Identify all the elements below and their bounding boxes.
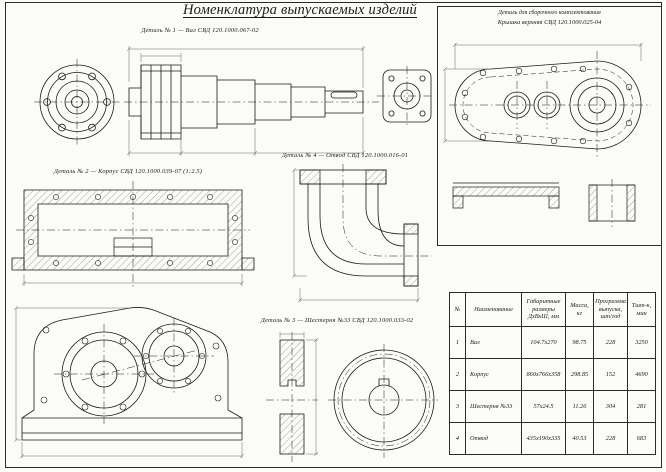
housing-front-drawing [13,305,245,459]
assembly-panel: Деталь для сборочного комплектования Кры… [437,6,662,246]
table-row: 1 Вал 104.7x270 98.75 228 3250 [449,326,656,359]
table-row: 3 Шестерня №33 57x24.5 11.26 304 281 [449,390,656,423]
page-title: Номенклатура выпускаемых изделий [183,2,417,18]
housing-plan-drawing [11,181,255,287]
shaft-drawing [34,46,435,156]
col-time: Тшт-к, мин [627,292,656,327]
col-mass: Масса, кг [565,292,594,327]
assembly-label: Деталь для сборочного комплектования [498,10,601,16]
detail-3-label: Деталь № 3 — Шестерня №33 СВД 120.1000.0… [260,317,414,324]
detail-4-label: Деталь № 4 — Отвод СВД 120.1000.016-01 [281,152,409,159]
table-header-row: № Наименование Габаритные размеры ДхВхШ,… [449,292,656,327]
detail-1-label: Деталь № 1 — Вал СВД 120.1000.067-02 [141,27,259,34]
col-dimensions: Габаритные размеры ДхВхШ, мм [521,292,566,327]
col-name: Наименование [465,292,522,327]
table-row: 4 Отвод 435x190x335 40.53 228 683 [449,422,656,455]
gear-drawing [266,332,438,462]
col-program: Программа выпуска, шт/год [593,292,628,327]
cover-label: Крышка верхняя СВД 120.1000.025-04 [497,19,602,26]
col-number: № [449,292,466,327]
cover-drawing [442,42,651,227]
detail-2-label: Деталь № 2 — Корпус СВД 120.1000.039-07 … [53,168,203,175]
table-row: 2 Корпус 860x766x358 298.85 152 4690 [449,358,656,391]
parts-table: № Наименование Габаритные размеры ДхВхШ,… [449,292,656,455]
elbow-drawing [291,164,432,303]
